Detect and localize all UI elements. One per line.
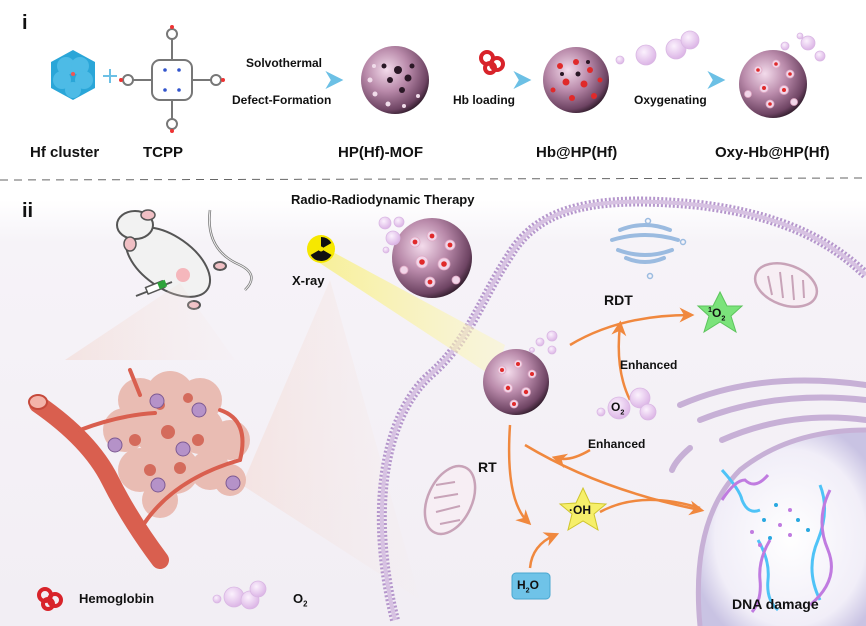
dna-fragments — [750, 503, 810, 547]
nanoparticles-in-tumor — [107, 393, 241, 493]
singlet-oxygen-star — [696, 290, 744, 334]
o2-label: O2 — [611, 400, 625, 417]
water-to-oh-arrow — [528, 532, 560, 569]
dna-damage-label: DNA damage — [732, 596, 819, 612]
water-molecule-box — [511, 572, 551, 600]
solvothermal-label: Solvothermal — [246, 56, 323, 70]
oh-to-dna-arrow — [599, 498, 701, 514]
o2-bubble-cluster — [596, 387, 657, 421]
panel-ii-label: ii — [22, 200, 34, 222]
legend-o2-label: O2 — [293, 591, 308, 609]
panel-i-label: i — [22, 12, 28, 34]
hf-cluster-icon — [51, 50, 95, 100]
rt-to-dna-arrow — [524, 443, 705, 516]
hb-hp-hf-sphere — [543, 47, 609, 113]
hemoglobin-icon-top — [479, 50, 505, 75]
hf-cluster-label: Hf cluster — [30, 144, 100, 161]
tcpp-label: TCPP — [143, 144, 184, 161]
hp-hf-mof-label: HP(Hf)-MOF — [338, 144, 423, 161]
hydroxyl-radical-star — [558, 486, 608, 532]
tcpp-molecule-icon — [119, 25, 225, 133]
singlet-oxygen-label: 1O2 — [708, 305, 726, 323]
nucleus — [698, 430, 866, 626]
hb-loading-label: Hb loading — [453, 93, 515, 107]
hydroxyl-radical-label: ·OH — [569, 503, 591, 517]
oxy-hb-hp-hf-label: Oxy-Hb@HP(Hf) — [715, 144, 830, 161]
blood-vessel — [29, 368, 245, 569]
nuclear-envelope — [695, 427, 866, 626]
panel-divider — [0, 177, 866, 181]
xray-beam — [312, 244, 505, 378]
therapy-title: Radio-Radiodynamic Therapy — [291, 192, 475, 207]
cell-membrane-inner — [379, 199, 866, 621]
tumor-tissue — [103, 371, 250, 518]
mitochondrion-icon-top — [753, 262, 819, 308]
plus-sign-icon — [103, 69, 117, 83]
oxygenating-label: Oxygenating — [634, 93, 707, 107]
oxy-hb-hp-hf-sphere — [739, 32, 826, 118]
zoom-cone-mouse — [65, 283, 235, 360]
legend-o2-icon — [212, 580, 267, 610]
zoom-cone-tumor — [242, 280, 420, 600]
vessel-opening — [28, 394, 48, 410]
oxy-hb-nanoparticle-small — [483, 330, 558, 415]
rt-label: RT — [478, 459, 497, 475]
enhanced-rt-arrow — [551, 448, 591, 469]
enhanced-rdt-arrow — [611, 320, 632, 401]
oxy-hb-nanoparticle-large — [378, 216, 472, 298]
defect-formation-label: Defect-Formation — [232, 93, 332, 107]
legend-hemoglobin-label: Hemoglobin — [79, 591, 155, 606]
xray-label: X-ray — [292, 273, 325, 288]
enhanced-rdt-label: Enhanced — [620, 358, 678, 372]
rdt-label: RDT — [604, 292, 633, 308]
water-label: H2O — [517, 578, 540, 595]
syringe-icon — [135, 279, 173, 297]
enhanced-rt-label: Enhanced — [588, 437, 646, 451]
hp-hf-mof-sphere — [361, 46, 429, 114]
golgi-apparatus-icon — [610, 217, 687, 280]
o2-bubbles-top — [615, 30, 700, 66]
rt-arrow — [507, 424, 532, 526]
hb-hp-hf-label: Hb@HP(Hf) — [536, 144, 618, 161]
endoplasmic-reticulum — [669, 377, 866, 473]
mouse-illustration — [116, 209, 253, 310]
legend-hemoglobin-icon — [37, 587, 63, 611]
radiation-icon — [307, 235, 335, 263]
dna-helix-icons — [720, 468, 833, 613]
mitochondrion-icon-bottom — [423, 464, 477, 536]
